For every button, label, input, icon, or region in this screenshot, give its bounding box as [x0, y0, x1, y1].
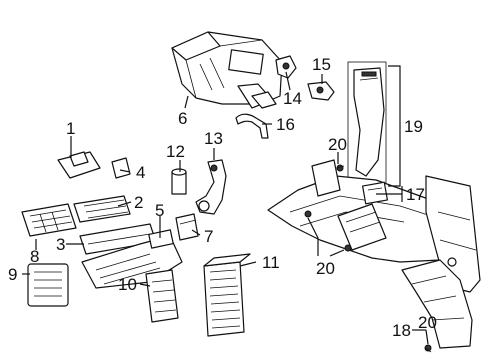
callout-9: 9	[8, 265, 17, 284]
part-19-duct[interactable]	[347, 61, 387, 193]
part-2-vent[interactable]	[73, 195, 131, 223]
callout-17: 17	[406, 185, 425, 204]
part-10-blower-motor[interactable]	[145, 269, 179, 323]
part-12-valve[interactable]	[171, 168, 187, 195]
callout-7: 7	[204, 227, 213, 246]
callout-20-top: 20	[328, 135, 347, 154]
callout-4: 4	[136, 163, 145, 182]
callout-labels: 1 2 3 4 5 6 7 8 9 10 11 12 13 14 15 16 1…	[8, 55, 437, 340]
part-11-evaporator-core[interactable]	[203, 253, 251, 337]
part-20-bolt-c[interactable]	[344, 244, 352, 252]
callout-10: 10	[118, 275, 137, 294]
callout-18: 18	[392, 321, 411, 340]
leader-lines	[22, 65, 429, 345]
part-20-bolt-a[interactable]	[336, 164, 345, 172]
part-20-bolt-b[interactable]	[304, 210, 312, 218]
part-8-grille[interactable]	[21, 203, 77, 237]
callout-1: 1	[66, 119, 75, 138]
callout-16: 16	[276, 115, 295, 134]
part-13-ac-line[interactable]	[195, 159, 227, 215]
callout-6: 6	[178, 109, 187, 128]
part-1-module[interactable]	[57, 151, 101, 179]
callout-3: 3	[56, 235, 65, 254]
part-15-actuator[interactable]	[307, 81, 335, 101]
part-20-bolt-d[interactable]	[424, 344, 432, 353]
callout-13: 13	[204, 129, 223, 148]
callout-20-bottom: 20	[418, 313, 437, 332]
callout-14: 14	[283, 89, 302, 108]
callout-11: 11	[262, 253, 280, 272]
callout-12: 12	[166, 142, 185, 161]
callout-19: 19	[404, 117, 423, 136]
part-17-bracket[interactable]	[362, 181, 388, 205]
part-16-drain-hose[interactable]	[235, 113, 269, 139]
callout-5: 5	[155, 201, 164, 220]
part-18-lower-duct[interactable]	[401, 259, 473, 349]
callout-8: 8	[30, 247, 39, 266]
part-6-hvac-case[interactable]	[171, 31, 283, 109]
body-panel-assembly	[267, 159, 481, 293]
part-9-control-module[interactable]	[27, 263, 69, 307]
part-7-bracket[interactable]	[175, 213, 199, 241]
callout-15: 15	[312, 55, 331, 74]
part-14-actuator[interactable]	[275, 55, 297, 79]
callout-20-mid: 20	[316, 259, 335, 278]
part-4-relay[interactable]	[111, 157, 131, 179]
callout-2: 2	[134, 193, 143, 212]
